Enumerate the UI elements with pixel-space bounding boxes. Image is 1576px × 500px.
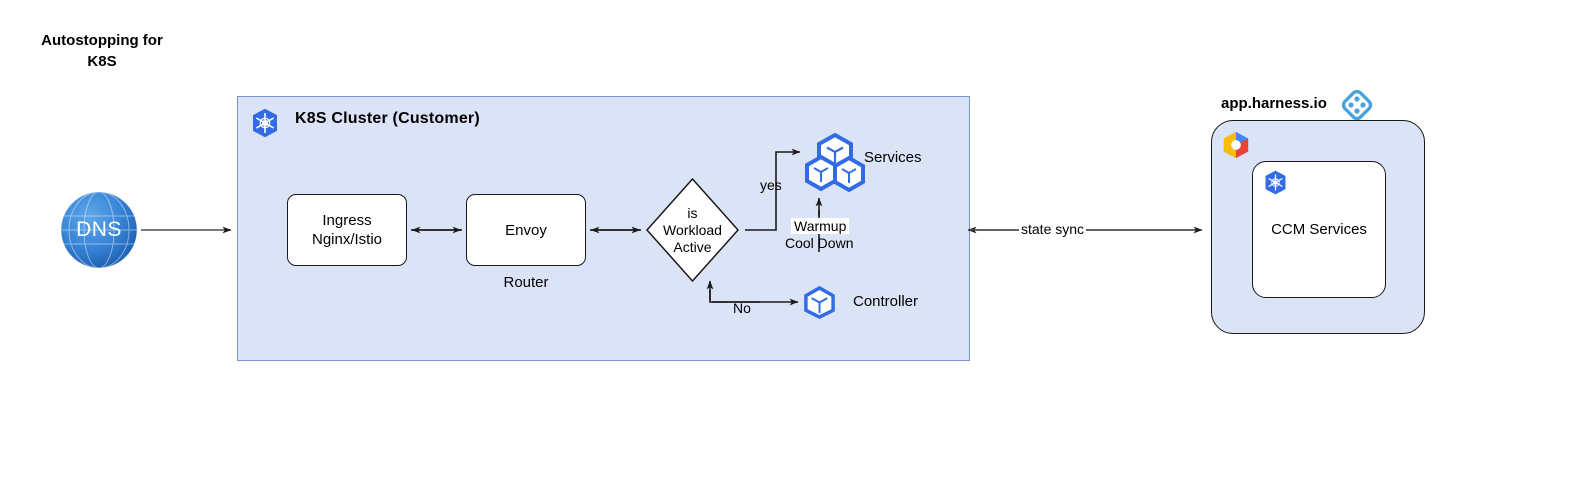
ingress-label: Ingress Nginx/Istio — [311, 212, 383, 248]
globe-icon — [60, 191, 138, 269]
dns-label: DNS — [76, 218, 122, 241]
harness-label: app.harness.io — [1221, 95, 1327, 112]
kubernetes-icon — [253, 108, 277, 138]
ingress-node[interactable]: Ingress Nginx/Istio — [287, 194, 407, 266]
edge-label-no: No — [733, 300, 751, 316]
harness-logo-icon — [1341, 89, 1373, 121]
edge-label-cooldown: Cool Down — [785, 235, 854, 251]
google-cloud-icon — [1223, 131, 1249, 159]
ccm-services-label: CCM Services — [1271, 221, 1367, 238]
envoy-node[interactable]: Envoy — [466, 194, 586, 266]
router-sublabel: Router — [503, 274, 549, 291]
kubernetes-pod-icon[interactable] — [803, 286, 836, 319]
cluster-title: K8S Cluster (Customer) — [295, 110, 480, 127]
controller-label: Controller — [853, 293, 919, 310]
kubernetes-pods-icon[interactable] — [805, 133, 867, 195]
decision-label: is Workload Active — [663, 204, 722, 255]
diamond-shape — [645, 177, 740, 283]
workload-active-decision[interactable]: is Workload Active — [645, 177, 740, 283]
edge-label-yes: yes — [760, 177, 782, 193]
page-title: Autostopping for K8S — [41, 32, 163, 70]
edge-label-warmup: Warmup — [791, 218, 850, 234]
services-label: Services — [864, 149, 922, 166]
kubernetes-icon — [1265, 170, 1286, 195]
envoy-label: Envoy — [505, 221, 547, 239]
dns-node[interactable]: DNS — [60, 191, 138, 269]
edge-label-state-sync: state sync — [1019, 221, 1087, 237]
